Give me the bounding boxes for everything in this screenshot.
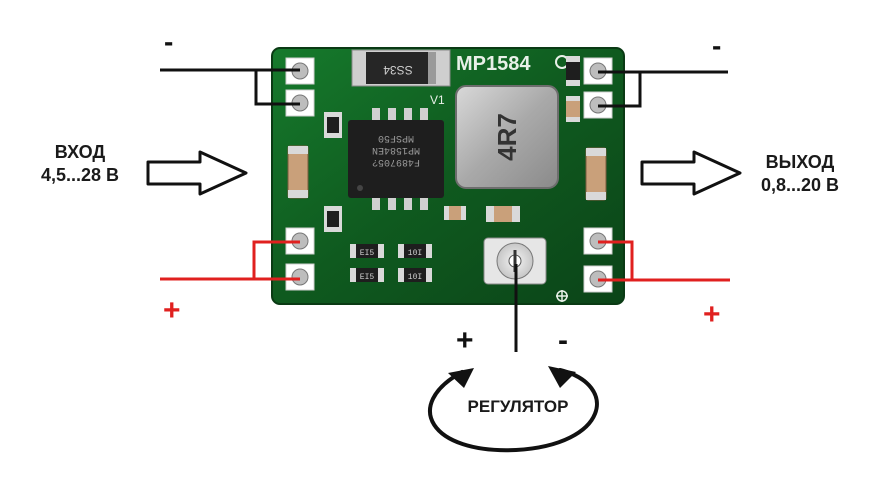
- input-range: 4,5...28 В: [40, 164, 120, 185]
- chip-line-1: MP1584EN: [372, 144, 420, 155]
- input-positive-wire: [160, 240, 300, 281]
- input-negative-wire: [160, 68, 300, 106]
- regulator-label: РЕГУЛЯТОР: [467, 397, 569, 416]
- output-plus-sign: +: [703, 298, 721, 331]
- output-capacitor: [585, 147, 607, 201]
- input-arrow: [146, 150, 248, 196]
- smd-components: EI5 10I EI5 10I: [324, 56, 580, 282]
- board-title: MP1584: [456, 53, 531, 75]
- input-label: ВХОД 4,5...28 В: [6, 141, 154, 186]
- output-positive-wire: [598, 240, 730, 282]
- inductor: 4R7: [455, 85, 559, 189]
- board-version: V1: [430, 93, 445, 107]
- output-title: ВЫХОД: [765, 152, 835, 172]
- regulator-minus-sign: -: [558, 324, 568, 357]
- chip-line-2: F489705?: [372, 156, 420, 167]
- input-capacitor: [287, 145, 309, 199]
- chip-line-3: MPSF50: [378, 132, 414, 143]
- smd-r1: EI5: [360, 249, 375, 258]
- diode-ss34: SS34: [351, 49, 451, 87]
- smd-r2: 10I: [408, 249, 422, 258]
- input-title: ВХОД: [54, 142, 106, 162]
- output-minus-sign: -: [712, 30, 722, 61]
- output-negative-wire: [598, 70, 728, 108]
- regulator-plus-sign: +: [456, 324, 474, 357]
- regulator-rotation-arrows: [428, 366, 599, 453]
- diode-label: SS34: [383, 63, 413, 77]
- output-range: 0,8...20 В: [760, 174, 840, 195]
- inductor-label: 4R7: [492, 113, 522, 161]
- input-plus-sign: +: [163, 294, 181, 327]
- smd-r3: EI5: [360, 273, 375, 282]
- trimmer-potentiometer: [483, 237, 547, 285]
- output-arrow: [640, 150, 742, 196]
- smd-r4: 10I: [408, 273, 422, 282]
- chip-mp1584en: MP1584EN F489705? MPSF50: [348, 108, 444, 210]
- output-label: ВЫХОД 0,8...20 В: [730, 151, 870, 196]
- input-minus-sign: -: [164, 26, 174, 57]
- ground-mark: [556, 290, 568, 302]
